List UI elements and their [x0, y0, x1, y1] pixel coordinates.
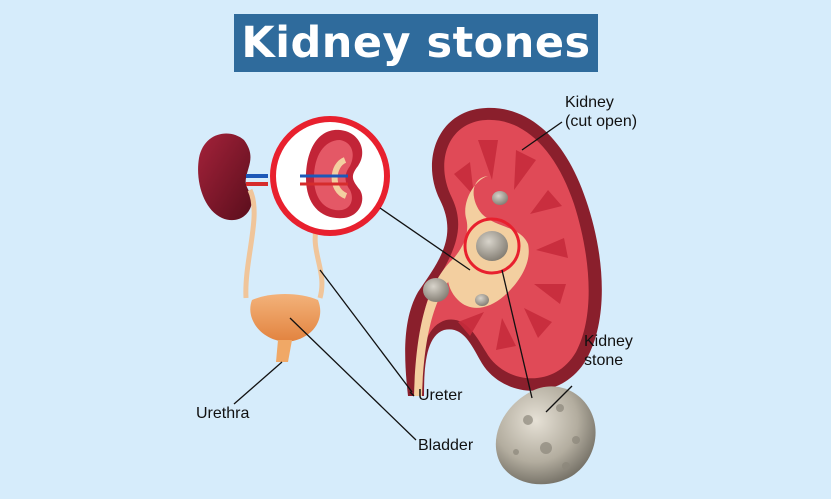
large-kidney: [405, 108, 602, 396]
label-kidney-line1: Kidney: [565, 93, 637, 112]
label-kidney-stone: Kidney stone: [584, 332, 633, 370]
label-bladder: Bladder: [418, 436, 473, 455]
label-stone-line2: stone: [584, 351, 633, 370]
label-urethra: Urethra: [196, 404, 249, 423]
bladder: [250, 294, 320, 342]
left-kidney: [198, 134, 252, 221]
urethra: [276, 340, 292, 362]
zoom-inset: [273, 119, 387, 233]
kidney-stone-large: [496, 386, 596, 484]
leader-urethra: [234, 362, 282, 404]
label-ureter: Ureter: [418, 386, 462, 405]
label-kidney-cut-open: Kidney (cut open): [565, 93, 637, 131]
label-stone-line1: Kidney: [584, 332, 633, 351]
leader-ureter-b: [320, 270, 412, 392]
label-kidney-line2: (cut open): [565, 112, 637, 131]
leader-bladder: [290, 318, 416, 440]
